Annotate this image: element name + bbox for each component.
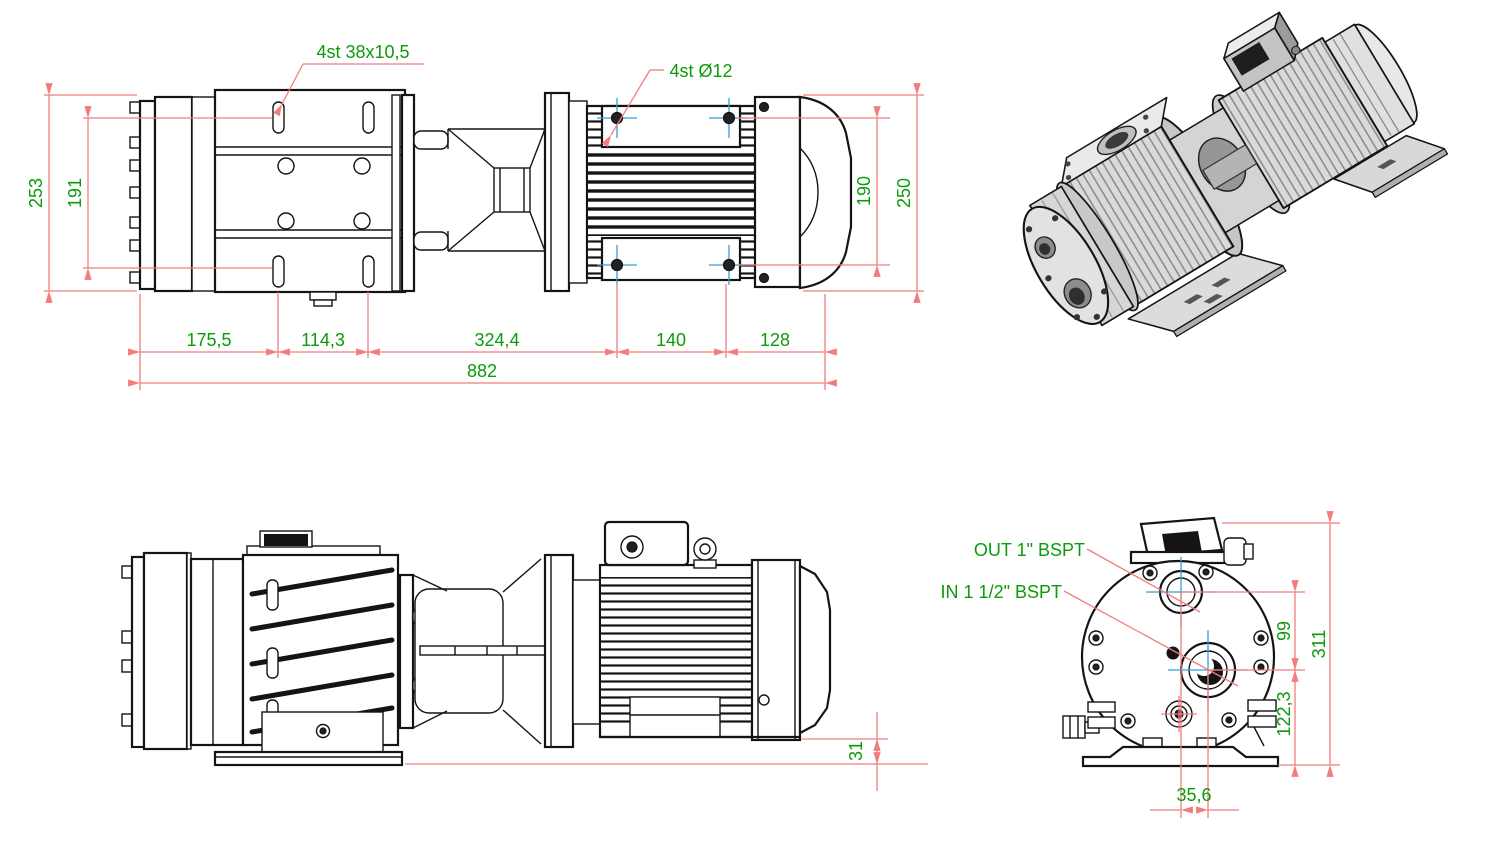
in-port-label: IN 1 1/2" BSPT — [941, 582, 1062, 602]
note-hole-size: 4st Ø12 — [669, 61, 732, 81]
fan-cover-top — [798, 95, 853, 290]
iso-pump-block — [1060, 96, 1235, 308]
dim-128: 128 — [760, 330, 790, 350]
dim-253: 253 — [26, 178, 46, 208]
mount-slot — [272, 255, 285, 288]
side-view-dimensions: 31 — [405, 712, 928, 791]
dim-99: 99 — [1274, 621, 1294, 641]
dim-191: 191 — [65, 178, 85, 208]
motor-mount-pad — [600, 104, 742, 149]
top-port-plug — [264, 534, 308, 546]
side-fitting — [1062, 701, 1116, 739]
pilot-hole — [1166, 646, 1180, 660]
bolt-hole — [353, 212, 371, 230]
dim-311: 311 — [1309, 630, 1329, 659]
side-view: 31 — [121, 520, 928, 791]
note-slot-size: 4st 38x10,5 — [316, 42, 409, 62]
cover-screw — [758, 101, 770, 113]
pump-head-top — [129, 88, 407, 307]
motor-top — [543, 91, 853, 293]
dim-140: 140 — [656, 330, 686, 350]
mount-slot — [362, 255, 375, 288]
dim-114-3: 114,3 — [301, 330, 345, 350]
bolt-hole — [277, 212, 295, 230]
motor-side — [543, 520, 832, 749]
terminal-box-side — [603, 520, 690, 567]
cover-screw — [758, 272, 770, 284]
iso-feet — [1127, 134, 1449, 338]
bolt-hole — [277, 157, 295, 175]
dim-250: 250 — [894, 178, 914, 208]
iso-pump-cover — [1022, 181, 1139, 327]
motor-mount-pad — [600, 236, 742, 282]
dim-882: 882 — [467, 361, 497, 381]
iso-view — [1022, 11, 1449, 338]
motor-foot — [629, 696, 721, 738]
fan-cover-side — [798, 564, 832, 735]
terminal-box-front — [1129, 516, 1254, 566]
mount-slot — [272, 101, 285, 134]
motor-mount-holes — [597, 98, 749, 285]
cable-gland — [1223, 537, 1247, 566]
drain-port — [1161, 696, 1197, 732]
pump-head-side — [121, 530, 404, 767]
front-view-dimensions: OUT 1" BSPT IN 1 1/2" BSPT 99 122,3 311 … — [941, 511, 1340, 818]
dim-175-5: 175,5 — [186, 330, 231, 350]
bolt-hole — [353, 157, 371, 175]
drive-shaft — [419, 645, 546, 656]
support-bracket-right — [1247, 699, 1277, 747]
front-view: OUT 1" BSPT IN 1 1/2" BSPT 99 122,3 311 … — [941, 511, 1340, 818]
mount-slot — [362, 101, 375, 134]
pump-foot — [213, 750, 404, 767]
out-port-label: OUT 1" BSPT — [974, 540, 1085, 560]
dim-35-6: 35,6 — [1176, 785, 1211, 805]
dim-190: 190 — [854, 176, 874, 206]
lantern-top — [391, 93, 546, 293]
dim-324-4: 324,4 — [474, 330, 519, 350]
dim-31: 31 — [846, 741, 866, 761]
dim-122-3: 122,3 — [1274, 691, 1294, 736]
top-view: 4st 38x10,5 4st Ø12 253 191 190 250 175,… — [26, 42, 924, 390]
face-bolt-holes — [1088, 564, 1269, 729]
top-view-dimensions: 4st 38x10,5 4st Ø12 253 191 190 250 175,… — [26, 42, 924, 390]
lantern-side — [398, 558, 546, 745]
